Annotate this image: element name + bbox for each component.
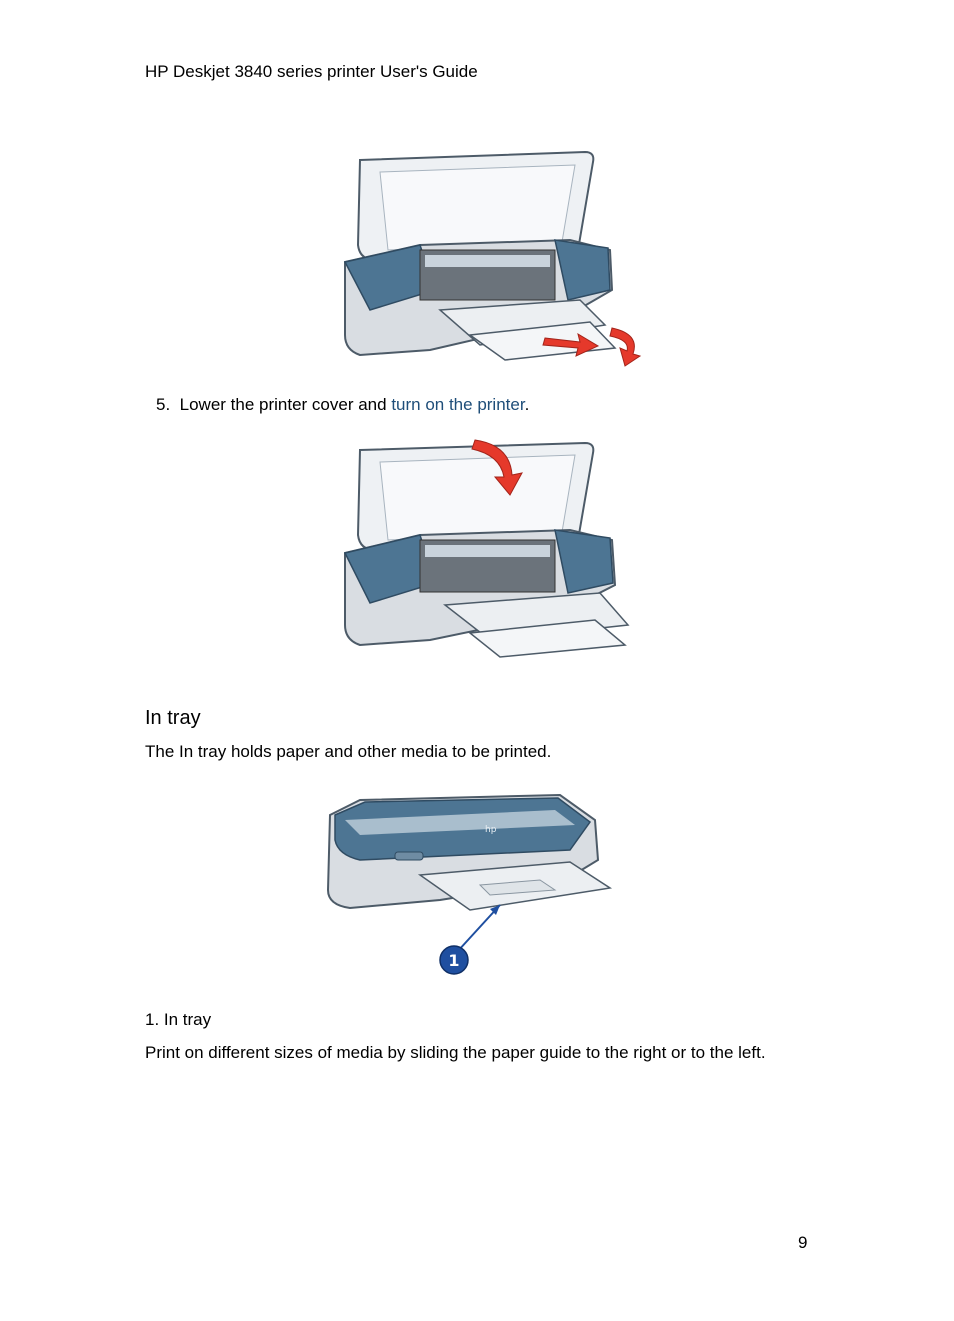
step-punct: . (524, 395, 530, 414)
figure-caption: 1. In tray (145, 1010, 212, 1029)
section-heading-in-tray: In tray (145, 707, 201, 729)
turn-on-printer-link[interactable]: turn on the printer (391, 395, 525, 414)
step-number: 5. (156, 395, 171, 414)
page-number: 9 (798, 1233, 808, 1252)
step-text: Lower the printer cover and (179, 395, 392, 414)
printer-open-tray-illustration (343, 150, 642, 367)
paper-guide-note: Print on different sizes of media by sli… (145, 1043, 766, 1062)
printer-in-tray-illustration: hp 1 (326, 793, 613, 975)
printer-lower-cover-illustration (343, 439, 630, 658)
in-tray-description: The In tray holds paper and other media … (145, 742, 552, 761)
step-5: 5. Lower the printer cover and turn on t… (156, 395, 529, 415)
callout-number: 1 (448, 951, 459, 970)
svg-text:hp: hp (485, 825, 497, 835)
document-header: HP Deskjet 3840 series printer User's Gu… (145, 62, 478, 81)
